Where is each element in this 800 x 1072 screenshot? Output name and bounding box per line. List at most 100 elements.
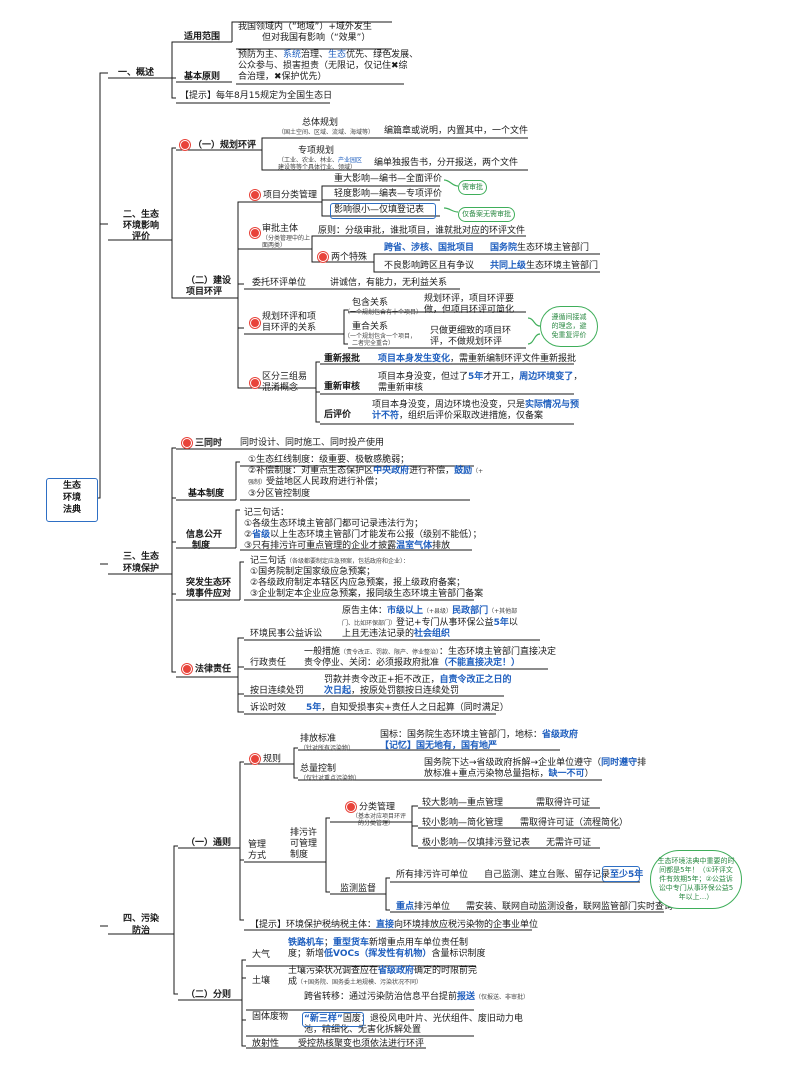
s1-principle-line1: 预防为主、系统治理、生态优先、绿色发展、 (238, 50, 418, 61)
text: ②补偿制度：对重点生态保护区 (248, 466, 374, 476)
air-label: 大气 (252, 950, 271, 960)
five-years-box (602, 866, 640, 882)
dispute-project: 不良影响跨区且有争议共同上级生态环境主管部门 (384, 261, 598, 272)
text: ：生态环境主管部门直接决定 (439, 647, 557, 657)
text-highlight: 鼓励 (454, 466, 473, 476)
text-highlight: 缺一不可 (548, 769, 585, 779)
approver-bullet-icon (250, 228, 260, 238)
discharge-line1: 国标：国务院生态环境主管部门，地标：省级政府 (380, 730, 578, 741)
text: 国标：国务院生态环境主管部门，地标： (380, 730, 543, 740)
new-three-box (302, 1012, 364, 1027)
s3-title-line1: 三、生态 (122, 552, 159, 562)
text: （+其他部 (488, 608, 518, 615)
permit-system-line3: 制度 (290, 850, 309, 860)
text: 排放 (432, 541, 451, 551)
total-control: 总量控制 (300, 764, 337, 774)
air-line1: 铁路机车；重型货车新增重点用车单位责任制 (288, 938, 468, 949)
total-control-sub: （仅针对重点污染物） (300, 775, 361, 782)
class-small-result: 需取得许可证（流程简化） (520, 818, 629, 828)
s2-title-line1: 二、生态 (122, 210, 159, 220)
s4-title-line2: 防治 (131, 926, 150, 936)
text-highlight: 省级政府 (542, 730, 579, 740)
text: 进行补偿， (409, 466, 455, 476)
text-highlight: 次日起 (324, 686, 352, 696)
contain-desc-line2: 做，但项目环评可简化 (424, 305, 515, 315)
text: 以 (508, 618, 518, 628)
text: 治理、 (301, 50, 329, 60)
reapprove-desc: 项目本身发生变化，需重新编制环评文件重新报批 (378, 354, 576, 365)
env-tax-tip: 【提示】环境保护税纳税主体：直接向环境排放应税污染物的企事业单位 (250, 920, 538, 931)
three-concepts-line1: 区分三组易 (262, 372, 308, 382)
text: 记三句话 (250, 556, 287, 566)
daily-line1: 罚款并责令改正+拒不改正，自责令改正之日的 (324, 675, 512, 686)
discharge-standard-sub: （针对所有污染物） (300, 745, 355, 752)
text: 跨省转移：通过污染防治信息平台提前 (304, 992, 458, 1002)
admin-line2: 责令停业、关闭：必须报政府批准（不能直接决定！） (304, 658, 520, 669)
text-highlight: 生态 (328, 50, 347, 60)
text: ，需重新编制环评文件重新报批 (450, 354, 577, 364)
text: 成 (288, 977, 298, 987)
text-highlight: 同时遵守 (601, 758, 638, 768)
class-management-sub1: （基本对应项目环评 (352, 813, 407, 820)
reapprove-label: 重新报批 (324, 354, 361, 364)
text: 新增重点用车单位责任制 (369, 938, 469, 948)
air-line2: 度；新增低VOCs（挥发性有机物）含量标识制度 (288, 949, 485, 960)
text: 度；新增 (288, 949, 325, 959)
post-eval-line2: 计不符，组织后评价采取改进措施，仅备案 (372, 411, 543, 422)
management-mode-line2: 方式 (248, 851, 267, 861)
approver-sub: （分类管理中的上面两类） (262, 235, 311, 249)
approval-principle: 原则：分级审批，谁批项目，谁就批对应的环评文件 (318, 226, 526, 236)
major-impact: 重大影响—编书—全面评价 (334, 174, 443, 184)
three-concepts-bullet-icon (250, 378, 260, 388)
root-title-line3: 法典 (62, 505, 81, 515)
text-highlight: 实际情况与预 (525, 400, 580, 410)
approver-label: 审批主体 (262, 224, 299, 234)
text-highlight: 重点 (396, 902, 415, 912)
text-highlight: （不能直接决定！） (439, 658, 521, 668)
soil-line2: 成（+国务院、国务委土地规模、污染状况不同） (288, 977, 422, 988)
text-highlight: 铁路机车 (288, 938, 325, 948)
monitoring: 监测监督 (340, 884, 377, 894)
text: 责令停业、关闭：必须报政府批准 (304, 658, 440, 668)
text: 预防为主、 (238, 50, 284, 60)
project-eia-label-line1: （二）建设 (186, 276, 232, 286)
overlap-desc-line1: 只做更细致的项目环 (430, 326, 512, 336)
overall-plan-sub: （国土空间、区域、流域、海域等） (278, 129, 375, 136)
text: 原告主体： (342, 606, 388, 616)
emergency-line1: 突发生态环 (186, 578, 232, 588)
text-highlight: 至少5年 (610, 870, 644, 880)
text-highlight: “新三样” (304, 1014, 343, 1024)
basic-line3: 强制）受益地区人民政府进行补偿； (248, 477, 383, 488)
class-tiny: 极小影响—仅填排污登记表 (422, 838, 531, 848)
special-plan-sub1: （工业、农业、林业、产业园区 (278, 157, 362, 164)
root-node (46, 478, 98, 522)
text: 门、比如环保部门） (342, 620, 397, 627)
project-eia-label-line2: 项目环评 (186, 287, 223, 297)
text: 登记+专门从事环保公益 (396, 618, 494, 628)
text-highlight: 省级 (252, 530, 271, 540)
contain-relation: 包含关系 (352, 298, 389, 308)
info-item3: ③只有排污许可重点管理的企业才披露温室气体排放 (244, 541, 450, 552)
relation-bullet-icon (250, 318, 260, 328)
info-disclosure-line2: 制度 (192, 541, 211, 551)
solid-waste-label: 固体废物 (252, 1012, 289, 1022)
text: ② (244, 530, 253, 540)
text: （仅报送、非审批） (475, 994, 530, 1001)
text: 强制） (248, 479, 267, 486)
pil-line2: 门、比如环保部门）登记+专门从事环保公益5年以 (342, 618, 518, 629)
two-special: 两个特殊 (318, 252, 367, 264)
pil-line3: 上且无违法记录的社会组织 (342, 629, 450, 640)
minor-impact: 轻度影响—编表—专项评价 (334, 189, 443, 199)
special-plan: 专项规划 (298, 146, 335, 156)
tiny-impact-box (330, 203, 436, 219)
bullet-icon (250, 190, 260, 200)
info-heading: 记三句话： (244, 508, 290, 518)
permit-system-line2: 可管理 (290, 839, 318, 849)
three-simultaneous-desc: 同时设计、同时施工、同时投产使用 (240, 438, 385, 448)
text-highlight: 低VOCs（挥发性有机物） (324, 949, 432, 959)
text: ，组织后评价采取改进措施，仅备案 (399, 411, 544, 421)
solid-line1: 跨省转移：通过污染防治信息平台提前报送（仅报送、非审批） (304, 992, 529, 1003)
s4-title-line1: 四、污染 (122, 914, 159, 924)
rereview-label: 重新审核 (324, 382, 361, 392)
text: 法律责任 (195, 664, 232, 675)
